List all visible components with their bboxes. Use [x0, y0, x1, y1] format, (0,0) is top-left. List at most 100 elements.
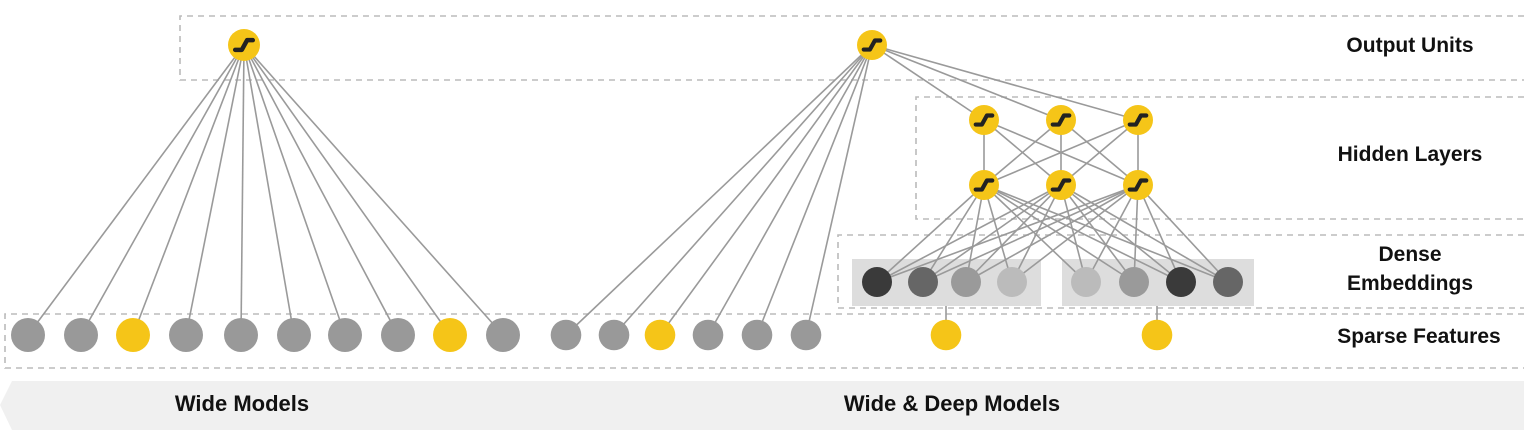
hidden-layer-connection	[983, 119, 1139, 186]
hidden-unit	[1123, 105, 1153, 135]
hidden-layers-region	[915, 96, 1524, 220]
embedding-to-hidden-connection	[983, 184, 1087, 283]
sparse-feature-unit	[1141, 319, 1173, 351]
embedding-to-hidden-connection	[1137, 184, 1229, 283]
wide-deep-connection	[756, 44, 873, 336]
activation-curve-icon	[232, 37, 256, 53]
embedding-to-hidden-connection	[922, 184, 1139, 283]
sparse-feature-unit	[598, 319, 630, 351]
wide-connection	[80, 44, 245, 336]
embedding-unit	[1119, 267, 1149, 297]
embedding-to-hidden-connection	[876, 184, 1062, 283]
activation-curve-icon	[1050, 178, 1072, 192]
embedding-to-hidden-connection	[983, 184, 1013, 283]
embedding-to-hidden-connection	[876, 184, 1139, 283]
embedding-to-hidden-connection	[1085, 184, 1139, 283]
wide-connection	[243, 44, 451, 336]
embedding-to-hidden-connection	[1133, 184, 1139, 283]
sparse-feature-unit	[224, 318, 258, 352]
label-wide-models: Wide Models	[174, 391, 310, 416]
bottom-band	[0, 381, 1524, 430]
label-wide-deep-models: Wide & Deep Models	[843, 391, 1061, 416]
embedding-to-hidden-connection	[983, 184, 1135, 283]
units	[11, 29, 1243, 352]
activation-curve-icon	[973, 178, 995, 192]
embedding-unit	[1213, 267, 1243, 297]
sparse-feature-unit	[64, 318, 98, 352]
embedding-to-hidden-connection	[1137, 184, 1182, 283]
output-unit	[857, 30, 887, 60]
embedding-to-hidden-connection	[922, 184, 1062, 283]
embedding-to-hidden-connection	[876, 184, 985, 283]
activation-curve-icon	[861, 38, 883, 52]
embedding-unit	[1166, 267, 1196, 297]
wide-deep-connection	[659, 44, 873, 336]
embedding-to-hidden-connection	[965, 184, 985, 283]
label-output-units: Output Units	[1346, 34, 1474, 57]
wide-connection	[243, 44, 399, 336]
sparse-feature-unit	[644, 319, 676, 351]
label-hidden-layers: Hidden Layers	[1337, 143, 1483, 166]
label-dense-embeddings: Dense Embeddings	[1320, 240, 1500, 298]
sparse-feature-unit	[328, 318, 362, 352]
wide-connection	[132, 44, 245, 336]
hidden-layer-connection	[983, 119, 1062, 186]
hidden-to-output-connection	[871, 44, 1139, 121]
embedding-unit	[862, 267, 892, 297]
embedding-to-hidden-connection	[965, 184, 1062, 283]
activation-curve-icon	[973, 113, 995, 127]
embedding-to-hidden-connection	[922, 184, 985, 283]
hidden-to-output-connection	[871, 44, 1062, 121]
wide-deep-connection	[707, 44, 873, 336]
wide-connection	[243, 44, 295, 336]
embedding-unit	[951, 267, 981, 297]
hidden-unit	[969, 105, 999, 135]
sparse-feature-unit	[116, 318, 150, 352]
embedding-to-hidden-connection	[983, 184, 1182, 283]
embedding-to-hidden-connection	[1060, 184, 1229, 283]
sparse-feature-unit	[486, 318, 520, 352]
wide-deep-connection	[613, 44, 873, 336]
hidden-unit	[1046, 105, 1076, 135]
sparse-feature-unit	[169, 318, 203, 352]
hidden-unit	[1123, 170, 1153, 200]
wide-connection	[243, 44, 346, 336]
hidden-unit	[969, 170, 999, 200]
wide-deep-connection	[805, 44, 873, 336]
sparse-feature-unit	[433, 318, 467, 352]
embedding-to-hidden-connection	[1060, 184, 1182, 283]
sparse-feature-unit	[790, 319, 822, 351]
output-unit	[228, 29, 260, 61]
embedding-to-hidden-connection	[1011, 184, 1139, 283]
embedding-to-hidden-connection	[1011, 184, 1062, 283]
hidden-unit	[1046, 170, 1076, 200]
sparse-feature-unit	[11, 318, 45, 352]
hidden-layer-connection	[1060, 119, 1139, 186]
sparse-feature-unit	[692, 319, 724, 351]
dense-embeddings-region	[837, 234, 1524, 309]
activation-curve-icon	[1127, 113, 1149, 127]
wide-deep-connection	[565, 44, 873, 336]
embedding-to-hidden-connection	[1060, 184, 1135, 283]
embedding-to-hidden-connection	[965, 184, 1139, 283]
embedding-to-hidden-connection	[1060, 184, 1087, 283]
wide-connection	[240, 44, 245, 336]
connections	[27, 44, 1229, 336]
label-dense-line2: Embeddings	[1346, 272, 1473, 295]
sparse-feature-unit	[550, 319, 582, 351]
label-sparse-features: Sparse Features	[1337, 325, 1501, 348]
embedding-unit	[1071, 267, 1101, 297]
sparse-feature-unit	[381, 318, 415, 352]
wide-connection	[185, 44, 245, 336]
embedding-to-hidden-connection	[983, 184, 1229, 283]
sparse-feature-unit	[277, 318, 311, 352]
wide-connection	[27, 44, 245, 336]
embedding-unit	[908, 267, 938, 297]
embedding-unit	[997, 267, 1027, 297]
hidden-to-output-connection	[871, 44, 985, 121]
sparse-feature-unit	[741, 319, 773, 351]
label-dense-line1: Dense	[1378, 243, 1442, 266]
activation-curve-icon	[1050, 113, 1072, 127]
